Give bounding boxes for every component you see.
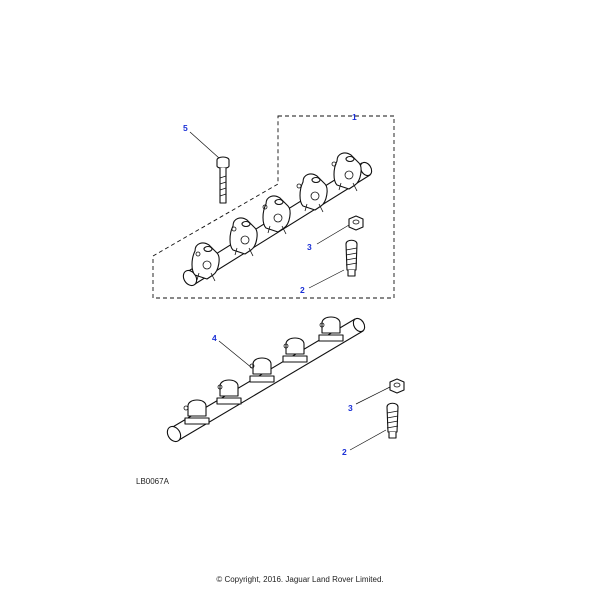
nut-icon [348, 215, 364, 231]
copyright-notice: © Copyright, 2016. Jaguar Land Rover Lim… [216, 575, 384, 584]
callout-2-top: 2 [300, 285, 305, 295]
callout-3-bottom: 3 [348, 403, 353, 413]
callout-1: 1 [352, 112, 357, 122]
rocker-shaft-assembly-top [182, 152, 373, 287]
rocker-shaft-4 [166, 316, 366, 443]
callout-5: 5 [183, 123, 188, 133]
adjusting-screw-icon [386, 402, 399, 439]
bolt-icon [216, 156, 230, 204]
nut-icon [389, 378, 405, 394]
callout-2-bottom: 2 [342, 447, 347, 457]
assembly-boundary [152, 115, 395, 299]
reference-code: LB0067A [136, 477, 170, 486]
callout-3-top: 3 [307, 242, 312, 252]
callout-4: 4 [212, 333, 217, 343]
adjusting-screw-icon [345, 239, 358, 277]
